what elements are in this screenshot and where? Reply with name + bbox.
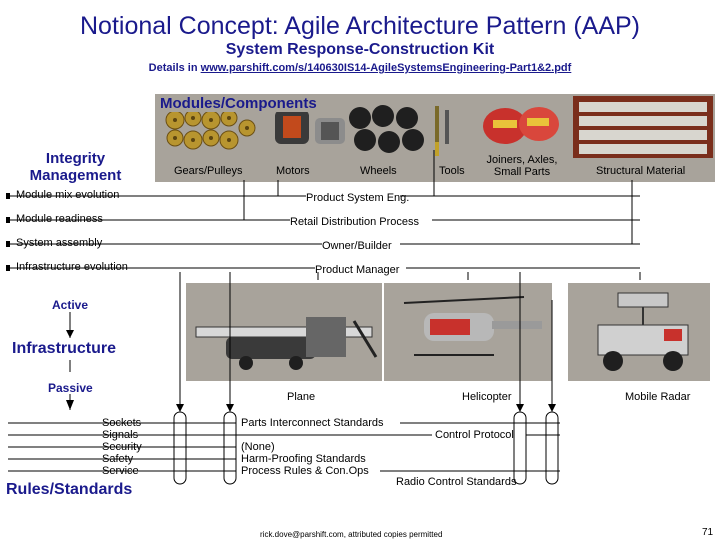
- module-label-motors: Motors: [276, 165, 310, 177]
- plane-photo: [186, 283, 382, 381]
- integrity-item-mix: Module mix evolution: [16, 189, 120, 201]
- infra-active: Active: [52, 298, 89, 312]
- infra-passive: Passive: [48, 381, 93, 395]
- page-subtitle: System Response-Construction Kit: [225, 41, 495, 58]
- std-none: (None): [241, 441, 275, 453]
- module-label-structural: Structural Material: [596, 165, 686, 177]
- page-number: 71: [702, 527, 714, 538]
- tools-photo: [435, 106, 449, 156]
- integrity-item-assembly: System assembly: [16, 237, 103, 249]
- role-product-system-eng: Product System Eng.: [306, 192, 410, 204]
- product-label-plane: Plane: [287, 391, 316, 403]
- wheels-photo: [349, 105, 424, 153]
- footer-credit: rick.dove@parshift.com, attributed copie…: [260, 530, 443, 539]
- modules-photo: [165, 96, 713, 158]
- structural-photo: [573, 96, 713, 158]
- integrity-title-line2: Management: [29, 167, 122, 184]
- helicopter-photo: [384, 283, 552, 381]
- modules-title: Modules/Components: [158, 95, 319, 112]
- module-label-gears: Gears/Pulleys: [174, 165, 243, 177]
- module-label-tools: Tools: [439, 165, 465, 177]
- infra-title: Infrastructure: [12, 340, 117, 357]
- module-label-joiners-line2: Small Parts: [493, 166, 551, 178]
- plane-image: [195, 317, 378, 370]
- radar-image: [597, 292, 689, 371]
- product-label-radar: Mobile Radar: [625, 391, 691, 403]
- details-line: Details in www.parshift.com/s/140630IS14…: [0, 62, 720, 74]
- role-owner-builder: Owner/Builder: [322, 240, 392, 252]
- integrity-item-evolution: Infrastructure evolution: [16, 261, 128, 273]
- std-parts-interconnect: Parts Interconnect Standards: [241, 417, 384, 429]
- module-label-wheels: Wheels: [360, 165, 397, 177]
- std-harm-proofing: Harm-Proofing Standards: [241, 453, 366, 465]
- page-title: Notional Concept: Agile Architecture Pat…: [79, 12, 640, 40]
- rules-title: Rules/Standards: [6, 481, 133, 498]
- details-prefix: Details in: [148, 62, 201, 74]
- std-control-protocol: Control Protocol: [435, 429, 514, 441]
- module-label-joiners-line1: Joiners, Axles,: [486, 154, 558, 166]
- integrity-item-readiness: Module readiness: [16, 213, 103, 225]
- role-retail-distribution: Retail Distribution Process: [290, 216, 419, 228]
- integrity-title-line1: Integrity: [45, 150, 106, 167]
- motors-photo: [275, 110, 345, 144]
- product-label-helicopter: Helicopter: [462, 391, 512, 403]
- std-radio-control: Radio Control Standards: [396, 476, 517, 488]
- details-link[interactable]: www.parshift.com/s/140630IS14-AgileSyste…: [200, 62, 572, 74]
- radar-photo: [568, 283, 710, 381]
- helicopter-image: [403, 296, 542, 356]
- role-product-manager: Product Manager: [315, 264, 400, 276]
- joiners-photo: [483, 107, 559, 144]
- module-label-joiners: Joiners, Axles, Small Parts: [480, 154, 564, 178]
- modules-photo-strip: [155, 94, 715, 182]
- std-process-rules: Process Rules & Con.Ops: [241, 465, 369, 477]
- integrity-title: Integrity Management: [18, 150, 133, 184]
